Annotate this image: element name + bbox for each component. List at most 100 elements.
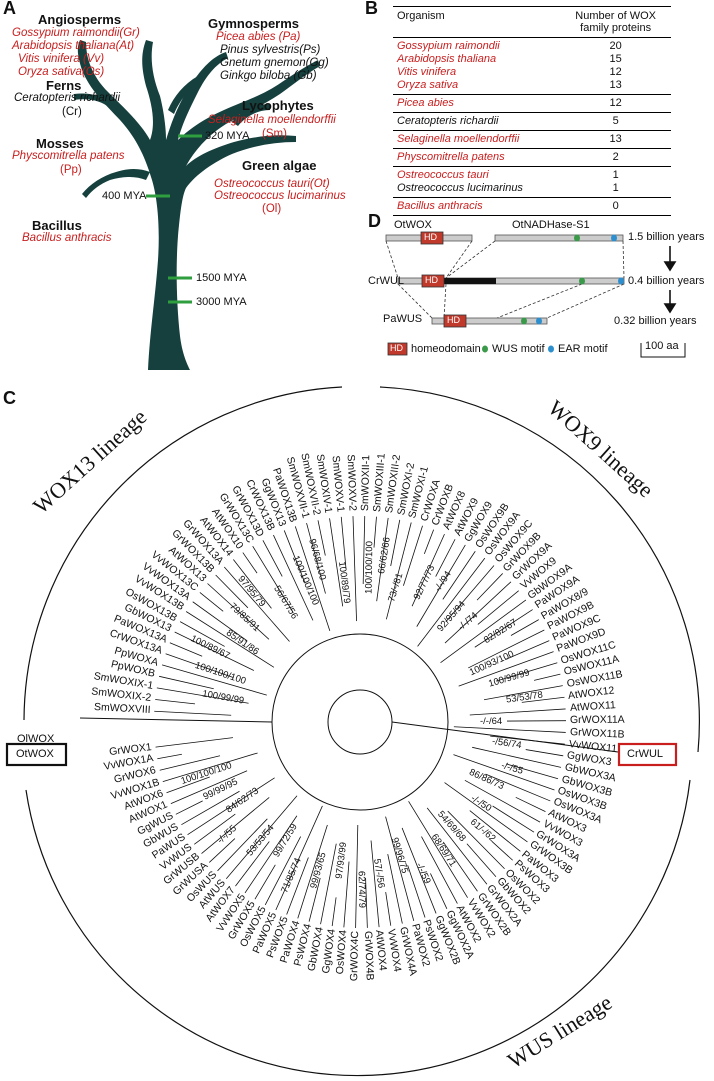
- otnad-ear-motif: [611, 234, 617, 242]
- group-gymnosperms: Gymnosperms: [208, 16, 300, 31]
- label-otwox: OtWOX: [394, 219, 432, 231]
- tree-branch: [201, 797, 270, 854]
- crwul-ear-motif: [618, 277, 624, 285]
- organism-cell: Oryza sativa: [393, 79, 561, 95]
- tree-branch: [166, 776, 210, 794]
- tree-branch: [504, 640, 550, 660]
- species-ps: Pinus sylvestris(Ps): [220, 44, 321, 56]
- pawus-wus-motif: [521, 317, 527, 325]
- bootstrap-label: 62/74/79: [355, 870, 368, 909]
- organism-cell: Vitis vinifera: [397, 66, 457, 78]
- species-ba: Bacillus anthracis: [22, 232, 112, 244]
- tree-branch: [223, 566, 290, 642]
- tree-branch: [225, 795, 298, 879]
- tree-branch: [331, 897, 337, 927]
- tree-branch: [297, 824, 328, 919]
- organism-cell: Gossypium raimondii: [397, 40, 500, 52]
- pawus-hd: [443, 314, 467, 328]
- count-cell: 13: [560, 79, 671, 95]
- bootstrap-label: -/-/64: [480, 716, 503, 727]
- tree-branch: [355, 824, 359, 928]
- legend-wus-dot: [482, 345, 488, 353]
- tree-branch: [207, 583, 270, 640]
- tree-branch: [492, 805, 535, 833]
- tree-branch: [533, 673, 561, 681]
- tree-branch: [407, 865, 426, 918]
- tree-branch: [458, 651, 554, 687]
- tree-branch: [329, 518, 344, 607]
- tree-branch: [466, 843, 497, 878]
- legend-ear-motif: EAR motif: [558, 343, 608, 355]
- count-cell: 12: [560, 94, 671, 113]
- group-bacillus: Bacillus: [32, 218, 82, 233]
- species-pa: Picea abies (Pa): [216, 31, 301, 43]
- organism-cell: Ostreococcus tauri: [397, 169, 489, 181]
- tree-branch: [286, 857, 309, 915]
- species-gb: Ginkgo biloba (Gb): [220, 70, 317, 82]
- species-ol: Ostreococcus lucimarinus: [214, 190, 346, 202]
- pawus-hd-text: HD: [447, 315, 460, 325]
- organism-cell: Picea abies: [393, 94, 561, 113]
- tree-branch: [194, 813, 236, 845]
- tree-branch: [340, 516, 347, 569]
- organism-cell: Arabidopsis thaliana: [397, 53, 497, 65]
- tree-branch: [209, 838, 236, 863]
- tree-branch: [390, 519, 401, 567]
- tree-branch: [181, 790, 240, 826]
- pawus-bar: [431, 317, 548, 325]
- tree-branch: [435, 539, 456, 577]
- tree-branch: [275, 805, 323, 911]
- tree-branch: [401, 827, 437, 914]
- tree-branch: [408, 801, 468, 898]
- tree-branch: [515, 796, 546, 813]
- tree-branch: [423, 529, 435, 555]
- tree-branch: [352, 516, 357, 622]
- species-cr-abbr: (Cr): [62, 106, 82, 118]
- tree-branch: [430, 873, 448, 909]
- tree-branch: [426, 807, 488, 885]
- tree-branch: [174, 631, 255, 671]
- tree-branch: [264, 836, 302, 906]
- tree-branch: [159, 675, 214, 690]
- tree-branch: [217, 818, 268, 872]
- tree-branch: [510, 619, 539, 636]
- mya-3000: 3000 MYA: [196, 296, 247, 308]
- tree-branch: [365, 877, 368, 928]
- tree-branch: [416, 544, 466, 627]
- otwox-hd-text: HD: [424, 232, 437, 242]
- tree-branch: [262, 540, 283, 577]
- tree-branch: [155, 737, 234, 748]
- col-organism: Organism: [393, 6, 561, 38]
- organism-cell: Ceratopteris richardii: [393, 112, 561, 131]
- tree-branch: [421, 836, 458, 904]
- count-cell: 15: [609, 53, 622, 65]
- tree-branch: [411, 533, 445, 607]
- tree-branch: [444, 581, 512, 644]
- legend-homeodomain: homeodomain: [411, 343, 481, 355]
- tree-branch: [187, 777, 275, 836]
- tree-branch: [169, 642, 203, 657]
- organism-cell: Ostreococcus lucimarinus: [393, 182, 561, 198]
- tree-branch: [192, 601, 248, 642]
- tree-branch: [453, 754, 555, 791]
- tree-branch: [159, 755, 221, 771]
- tree-branch: [491, 841, 513, 861]
- tree-branch: [385, 892, 392, 926]
- tree-branch: [294, 526, 331, 631]
- tree-leaf: SmWOXV-2: [344, 454, 359, 512]
- tree-branch: [185, 611, 275, 668]
- tree-branch: [154, 710, 232, 716]
- tree-branch: [444, 782, 528, 843]
- panel-d-label: D: [368, 211, 381, 231]
- tree-branch: [170, 770, 248, 805]
- crwul-wus-motif: [579, 277, 585, 285]
- wox13-lineage-arc: [23, 386, 343, 721]
- crwul-hd: [421, 274, 445, 288]
- tree-branch: [477, 590, 519, 625]
- tree-branch: [376, 517, 389, 602]
